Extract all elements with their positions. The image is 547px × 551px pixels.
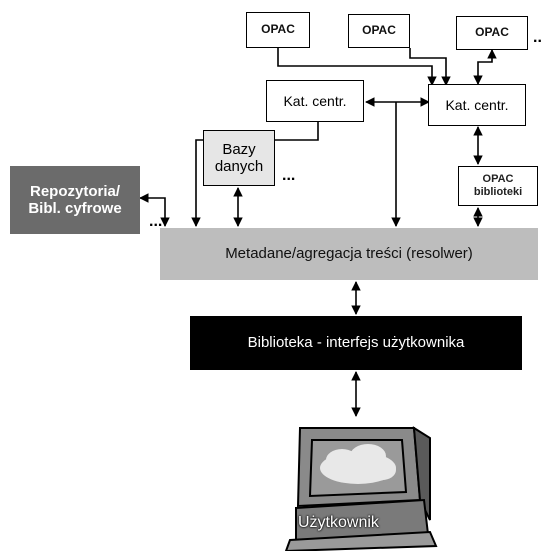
bazy-danych-node: Bazy danych	[203, 130, 275, 186]
opac-bib-line-2: biblioteki	[473, 186, 523, 198]
uzytkownik-label: Użytkownik	[298, 514, 379, 531]
ellipsis-opac: ..	[533, 29, 542, 46]
kat-centr-right: Kat. centr.	[428, 84, 526, 126]
opac-bib-line-1: OPAC	[482, 173, 514, 186]
metadane-node: Metadane/agregacja treści (resolwer)	[160, 228, 538, 280]
bazy-line-2: danych	[214, 158, 264, 175]
arrow-repo-meta	[139, 193, 170, 227]
ellipsis-bazy: ...	[282, 167, 296, 184]
arrow-opac3-katright	[473, 49, 497, 85]
arrow-opac1-katright	[277, 48, 437, 86]
bazy-line-1: Bazy	[222, 140, 256, 158]
repozytoria-node: Repozytoria/ Bibl. cyfrowe	[10, 166, 140, 234]
biblioteka-node: Biblioteka - interfejs użytkownika	[190, 316, 522, 370]
opac-biblioteki-node: OPAC biblioteki	[458, 166, 538, 206]
kat-centr-left: Kat. centr.	[266, 80, 364, 122]
repo-line-2: Bibl. cyfrowe	[28, 200, 122, 217]
repo-line-1: Repozytoria/	[29, 182, 120, 200]
opac-node-2: OPAC	[348, 14, 410, 48]
ellipsis-repo: ...	[149, 213, 163, 230]
arrow-opac2-katright	[409, 48, 451, 86]
opac-node-3: OPAC	[456, 16, 528, 50]
opac-node-1: OPAC	[246, 12, 310, 48]
